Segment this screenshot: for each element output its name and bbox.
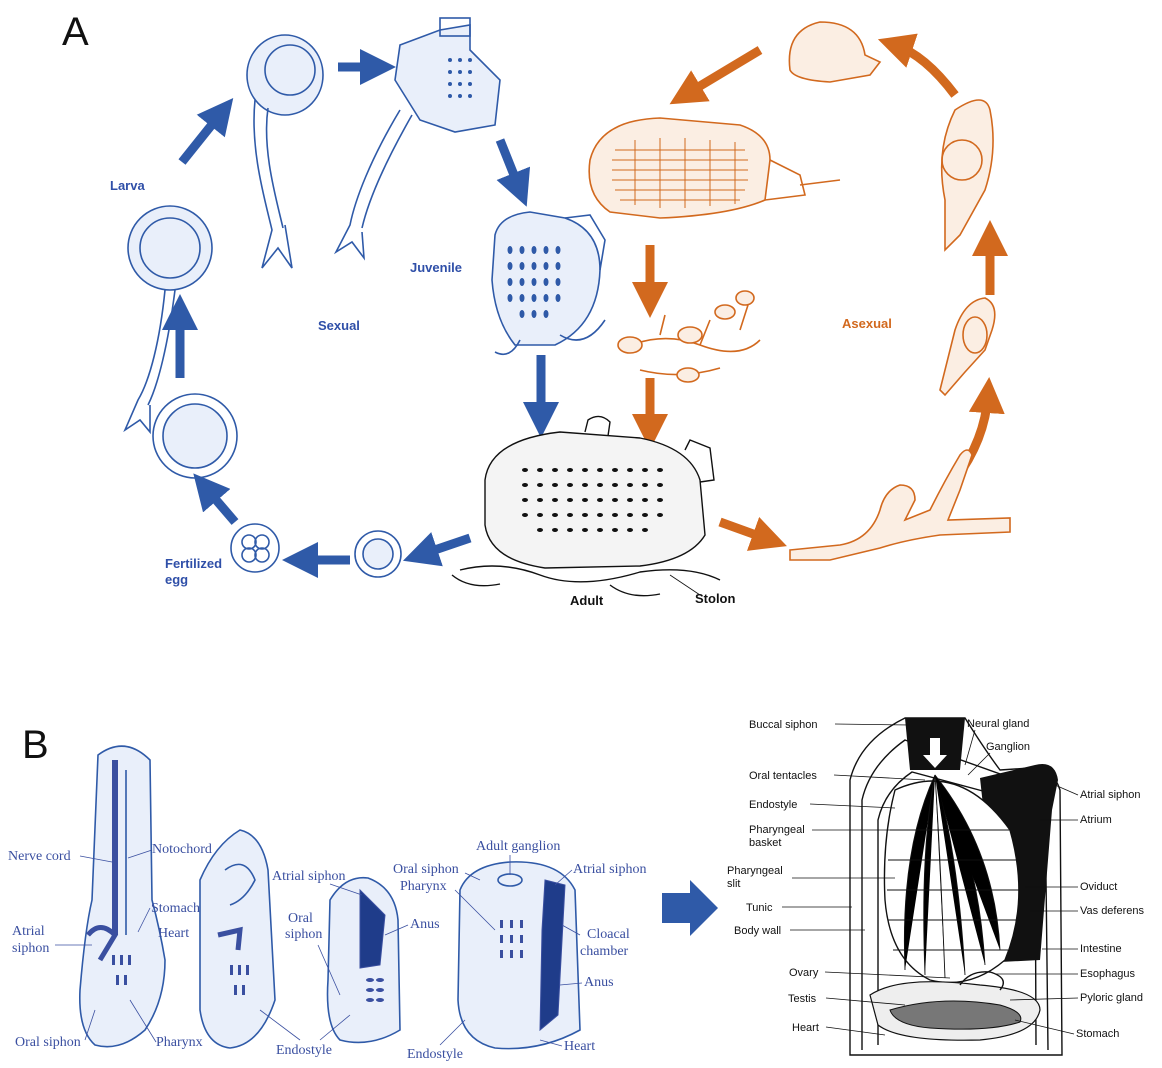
arrow-adult-to-egg (420, 538, 470, 555)
transition-arrow (662, 880, 718, 936)
panel-b-letter: B (22, 723, 49, 767)
adult-drawing (452, 416, 720, 595)
stage-metamorph-drawing (200, 830, 275, 1048)
label-ovary: Ovary (789, 967, 819, 979)
stage-adult-drawing (458, 862, 580, 1049)
label-anus-1: Anus (410, 917, 440, 932)
arrow-to-zooid (685, 50, 760, 95)
label-pharynx-1: Pharynx (156, 1035, 203, 1050)
label-atrial-1: Atrial (12, 924, 45, 939)
label-anus-2: Anus (584, 975, 614, 990)
label-tunic: Tunic (746, 902, 773, 914)
label-endostyle: Endostyle (749, 799, 797, 811)
label-testis: Testis (788, 993, 817, 1005)
label-adult-ganglion: Adult ganglion (476, 839, 560, 854)
label-oviduct: Oviduct (1080, 881, 1117, 893)
label-slit: slit (727, 878, 740, 890)
arrow-adult-to-stolon (720, 522, 770, 540)
juvenile-drawing (492, 212, 605, 354)
label-stomach: Stomach (1076, 1028, 1119, 1040)
stage-larva-drawing (80, 746, 165, 1047)
arrow-fertilized-to-embryo (205, 487, 235, 522)
label-atrium: Atrium (1080, 814, 1112, 826)
label-heart: Heart (792, 1022, 819, 1034)
arrow-growth-to-top (895, 45, 955, 95)
top-bud-drawing (789, 22, 880, 82)
colony-drawing (618, 291, 760, 382)
stage-juvenile-drawing (328, 878, 401, 1043)
label-asexual: Asexual (842, 316, 892, 331)
label-intestine: Intestine (1080, 943, 1122, 955)
label-sexual: Sexual (318, 318, 360, 333)
label-pharyngeal-1: Pharyngeal (749, 824, 805, 836)
label-pyloric-gland: Pyloric gland (1080, 992, 1143, 1004)
label-oral-2: Oral (288, 911, 313, 926)
label-basket: basket (749, 837, 781, 849)
label-endostyle-2: Endostyle (407, 1047, 463, 1062)
growing-bud-drawing (942, 100, 993, 250)
elongating-bud-drawing (940, 298, 995, 395)
label-egg: egg (165, 572, 188, 587)
label-juvenile: Juvenile (410, 260, 462, 275)
label-siphon-1: siphon (12, 941, 49, 956)
label-pharyngeal-2: Pharyngeal (727, 865, 783, 877)
label-nerve-cord: Nerve cord (8, 849, 71, 864)
label-endostyle-1: Endostyle (276, 1043, 332, 1058)
zooid-drawing (589, 118, 840, 218)
label-chamber: chamber (580, 944, 629, 959)
metamorph-drawing (336, 18, 500, 258)
arrow-to-juvenile (500, 140, 520, 190)
label-cloacal: Cloacal (587, 927, 630, 942)
label-stomach: Stomach (151, 901, 200, 916)
label-buccal-siphon: Buccal siphon (749, 719, 818, 731)
egg-drawing (355, 531, 401, 577)
label-stolon: Stolon (695, 591, 735, 606)
label-heart-2: Heart (564, 1039, 595, 1054)
label-vas-deferens: Vas deferens (1080, 905, 1145, 917)
label-esophagus: Esophagus (1080, 968, 1136, 980)
label-pharynx-2: Pharynx (400, 879, 447, 894)
label-atrial-siphon-2: Atrial siphon (573, 862, 647, 877)
label-heart-1: Heart (158, 926, 189, 941)
embryo-drawing (153, 394, 237, 478)
label-oral-tentacles: Oral tentacles (749, 770, 817, 782)
label-neural-gland: Neural gland (967, 718, 1029, 730)
asexual-cycle-arrows (650, 45, 990, 540)
label-adult: Adult (570, 593, 604, 608)
panel-a-letter: A (62, 10, 89, 54)
label-body-wall: Body wall (734, 925, 781, 937)
adult-anatomy-drawing (850, 718, 1062, 1055)
label-fertilized: Fertilized (165, 556, 222, 571)
label-oral-siphon-1: Oral siphon (15, 1035, 81, 1050)
stolon-drawing (790, 450, 1010, 560)
label-oral-siphon-2: Oral siphon (393, 862, 459, 877)
fertilized-egg-drawing (231, 524, 279, 572)
label-notochord: Notochord (152, 842, 212, 857)
label-ganglion: Ganglion (986, 741, 1030, 753)
larva-drawing (125, 206, 212, 432)
arrow-larva-to-tadpole (182, 112, 222, 162)
label-siphon-2: siphon (285, 927, 322, 942)
label-atrial-siphon-1: Atrial siphon (272, 869, 346, 884)
label-atrial-siphon: Atrial siphon (1080, 789, 1141, 801)
tadpole-drawing (247, 35, 323, 268)
label-larva: Larva (110, 178, 145, 193)
